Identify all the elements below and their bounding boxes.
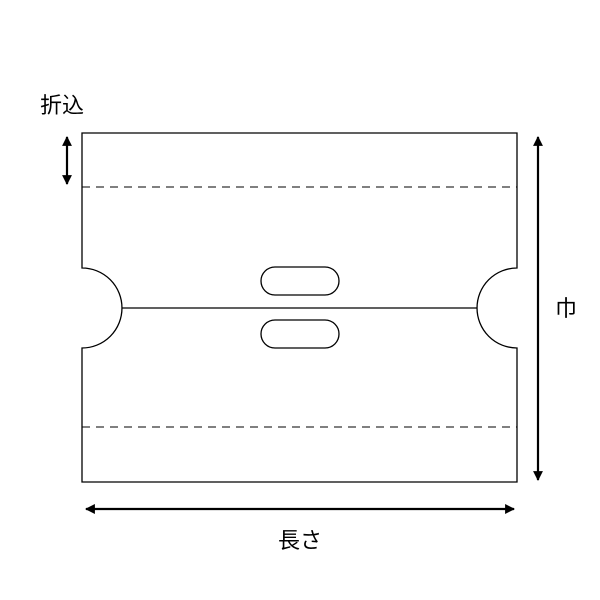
bag-outline: [81, 132, 518, 483]
length-label: 長さ: [278, 529, 322, 554]
upper-handle-hole: [260, 266, 340, 296]
width-label: 巾: [555, 297, 577, 322]
lower-handle-hole: [260, 319, 340, 349]
fold-label: 折込: [40, 94, 84, 119]
